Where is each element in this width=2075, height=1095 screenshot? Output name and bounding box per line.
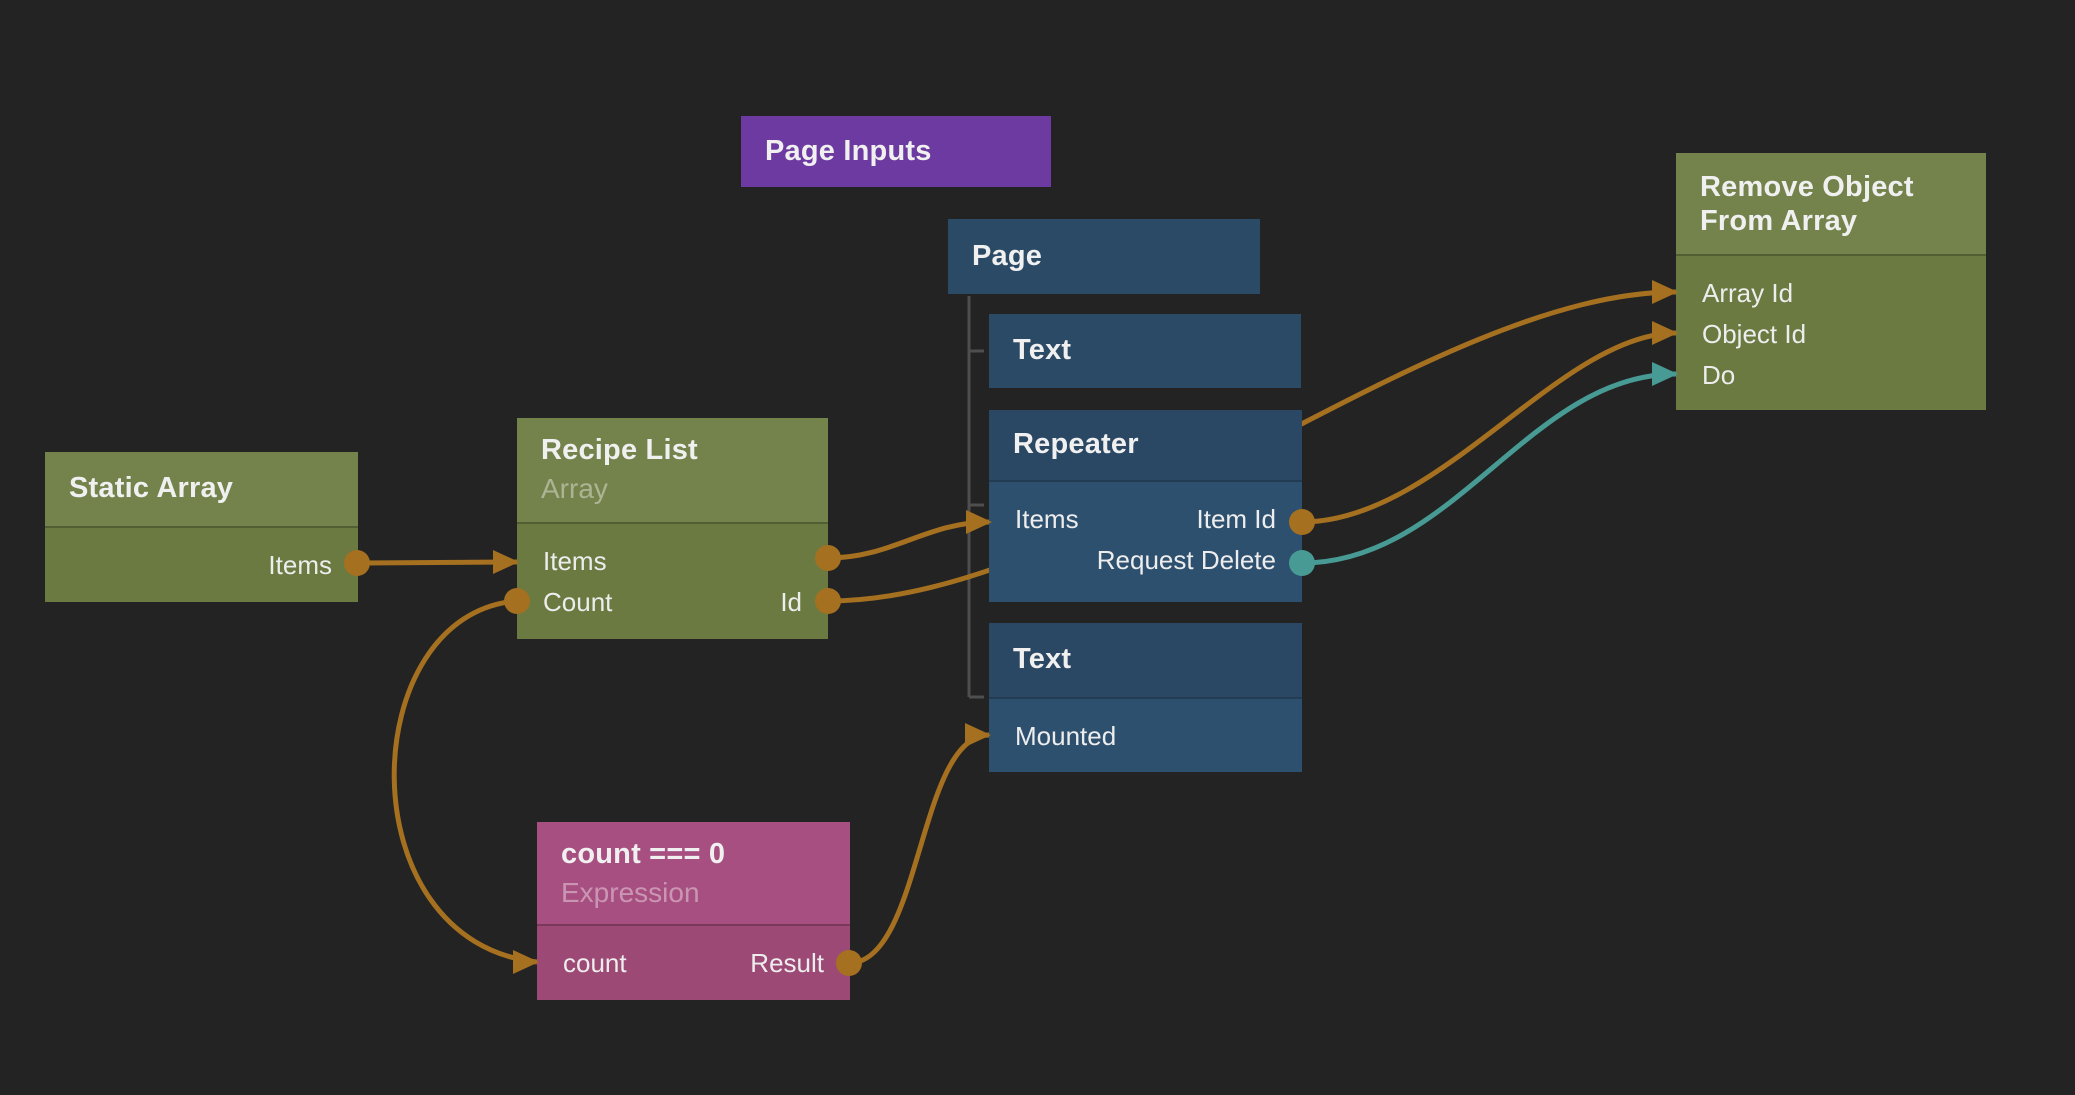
port-expression-result-output[interactable]: Result — [750, 948, 824, 978]
port-recipelist-items[interactable]: Items — [543, 546, 607, 576]
node-text-1-header: Text — [989, 314, 1301, 388]
node-remove-ports: Array Id Object Id Do — [1676, 254, 1986, 410]
node-title: Page Inputs — [765, 134, 932, 167]
node-static-array-ports: Items — [45, 526, 358, 602]
port-expression-count-input[interactable]: count — [563, 948, 627, 978]
port-remove-objectid-input[interactable]: Object Id — [1702, 319, 1807, 349]
node-repeater-ports: Items Item Id Request Delete — [989, 480, 1302, 602]
hierarchy-tree-line — [967, 296, 984, 699]
node-text-2-ports: Mounted — [989, 697, 1302, 772]
port-remove-do-input[interactable]: Do — [1702, 360, 1736, 390]
wire-repeater-requestdelete-to-remove-do[interactable] — [1301, 371, 1677, 566]
port-recipelist-count-output[interactable]: Count — [543, 587, 613, 617]
port-staticarray-items-output[interactable]: Items — [268, 550, 332, 580]
node-recipe-list[interactable]: Recipe List Array Items Count Id — [517, 418, 828, 639]
node-expression-ports: count Result — [537, 924, 850, 1000]
wire-recipelist-count-to-expression-count[interactable] — [391, 598, 538, 965]
node-subtitle: Array — [541, 472, 608, 504]
node-static-array-header: Static Array — [45, 452, 358, 526]
node-title: Static Array — [69, 472, 234, 505]
node-expression[interactable]: count === 0 Expression count Result — [537, 822, 850, 1000]
node-title: count === 0 — [561, 838, 726, 870]
node-title: Recipe List — [541, 434, 698, 466]
port-text2-mounted-input[interactable]: Mounted — [1015, 721, 1117, 751]
node-text-2[interactable]: Text Mounted — [989, 623, 1302, 772]
port-repeater-items-input[interactable]: Items — [1015, 504, 1079, 534]
wire-repeater-itemid-to-remove-objectid[interactable] — [1301, 330, 1677, 525]
node-expression-header: count === 0 Expression — [537, 822, 850, 924]
node-static-array[interactable]: Static Array Items — [45, 452, 358, 602]
node-page-header: Page — [948, 219, 1260, 294]
node-text-1[interactable]: Text — [989, 314, 1301, 388]
port-repeater-requestdelete-output[interactable]: Request Delete — [1096, 545, 1276, 575]
node-recipe-list-header: Recipe List Array — [517, 418, 828, 522]
node-page-inputs[interactable]: Page Inputs — [741, 116, 1051, 187]
node-text-2-header: Text — [989, 623, 1302, 697]
node-title: Remove Object From Array — [1700, 171, 1914, 237]
port-recipelist-id-output[interactable]: Id — [780, 587, 802, 617]
node-subtitle: Expression — [561, 876, 700, 908]
node-title: Text — [1013, 643, 1072, 676]
wire-expression-result-to-text-mounted[interactable] — [848, 732, 990, 966]
port-remove-arrayid-input[interactable]: Array Id — [1702, 278, 1794, 308]
node-repeater-header: Repeater — [989, 410, 1302, 480]
node-repeater[interactable]: Repeater Items Item Id Request Delete — [989, 410, 1302, 602]
node-recipe-list-ports: Items Count Id — [517, 522, 828, 639]
port-repeater-itemid-output[interactable]: Item Id — [1196, 504, 1276, 534]
node-remove-header: Remove Object From Array — [1676, 153, 1986, 254]
node-remove-object-from-array[interactable]: Remove Object From Array Array Id Object… — [1676, 153, 1986, 410]
node-page[interactable]: Page — [948, 219, 1260, 294]
node-title: Repeater — [1013, 428, 1139, 461]
node-title: Text — [1013, 334, 1072, 367]
node-title: Page — [972, 239, 1043, 272]
node-page-inputs-header: Page Inputs — [741, 116, 1051, 187]
